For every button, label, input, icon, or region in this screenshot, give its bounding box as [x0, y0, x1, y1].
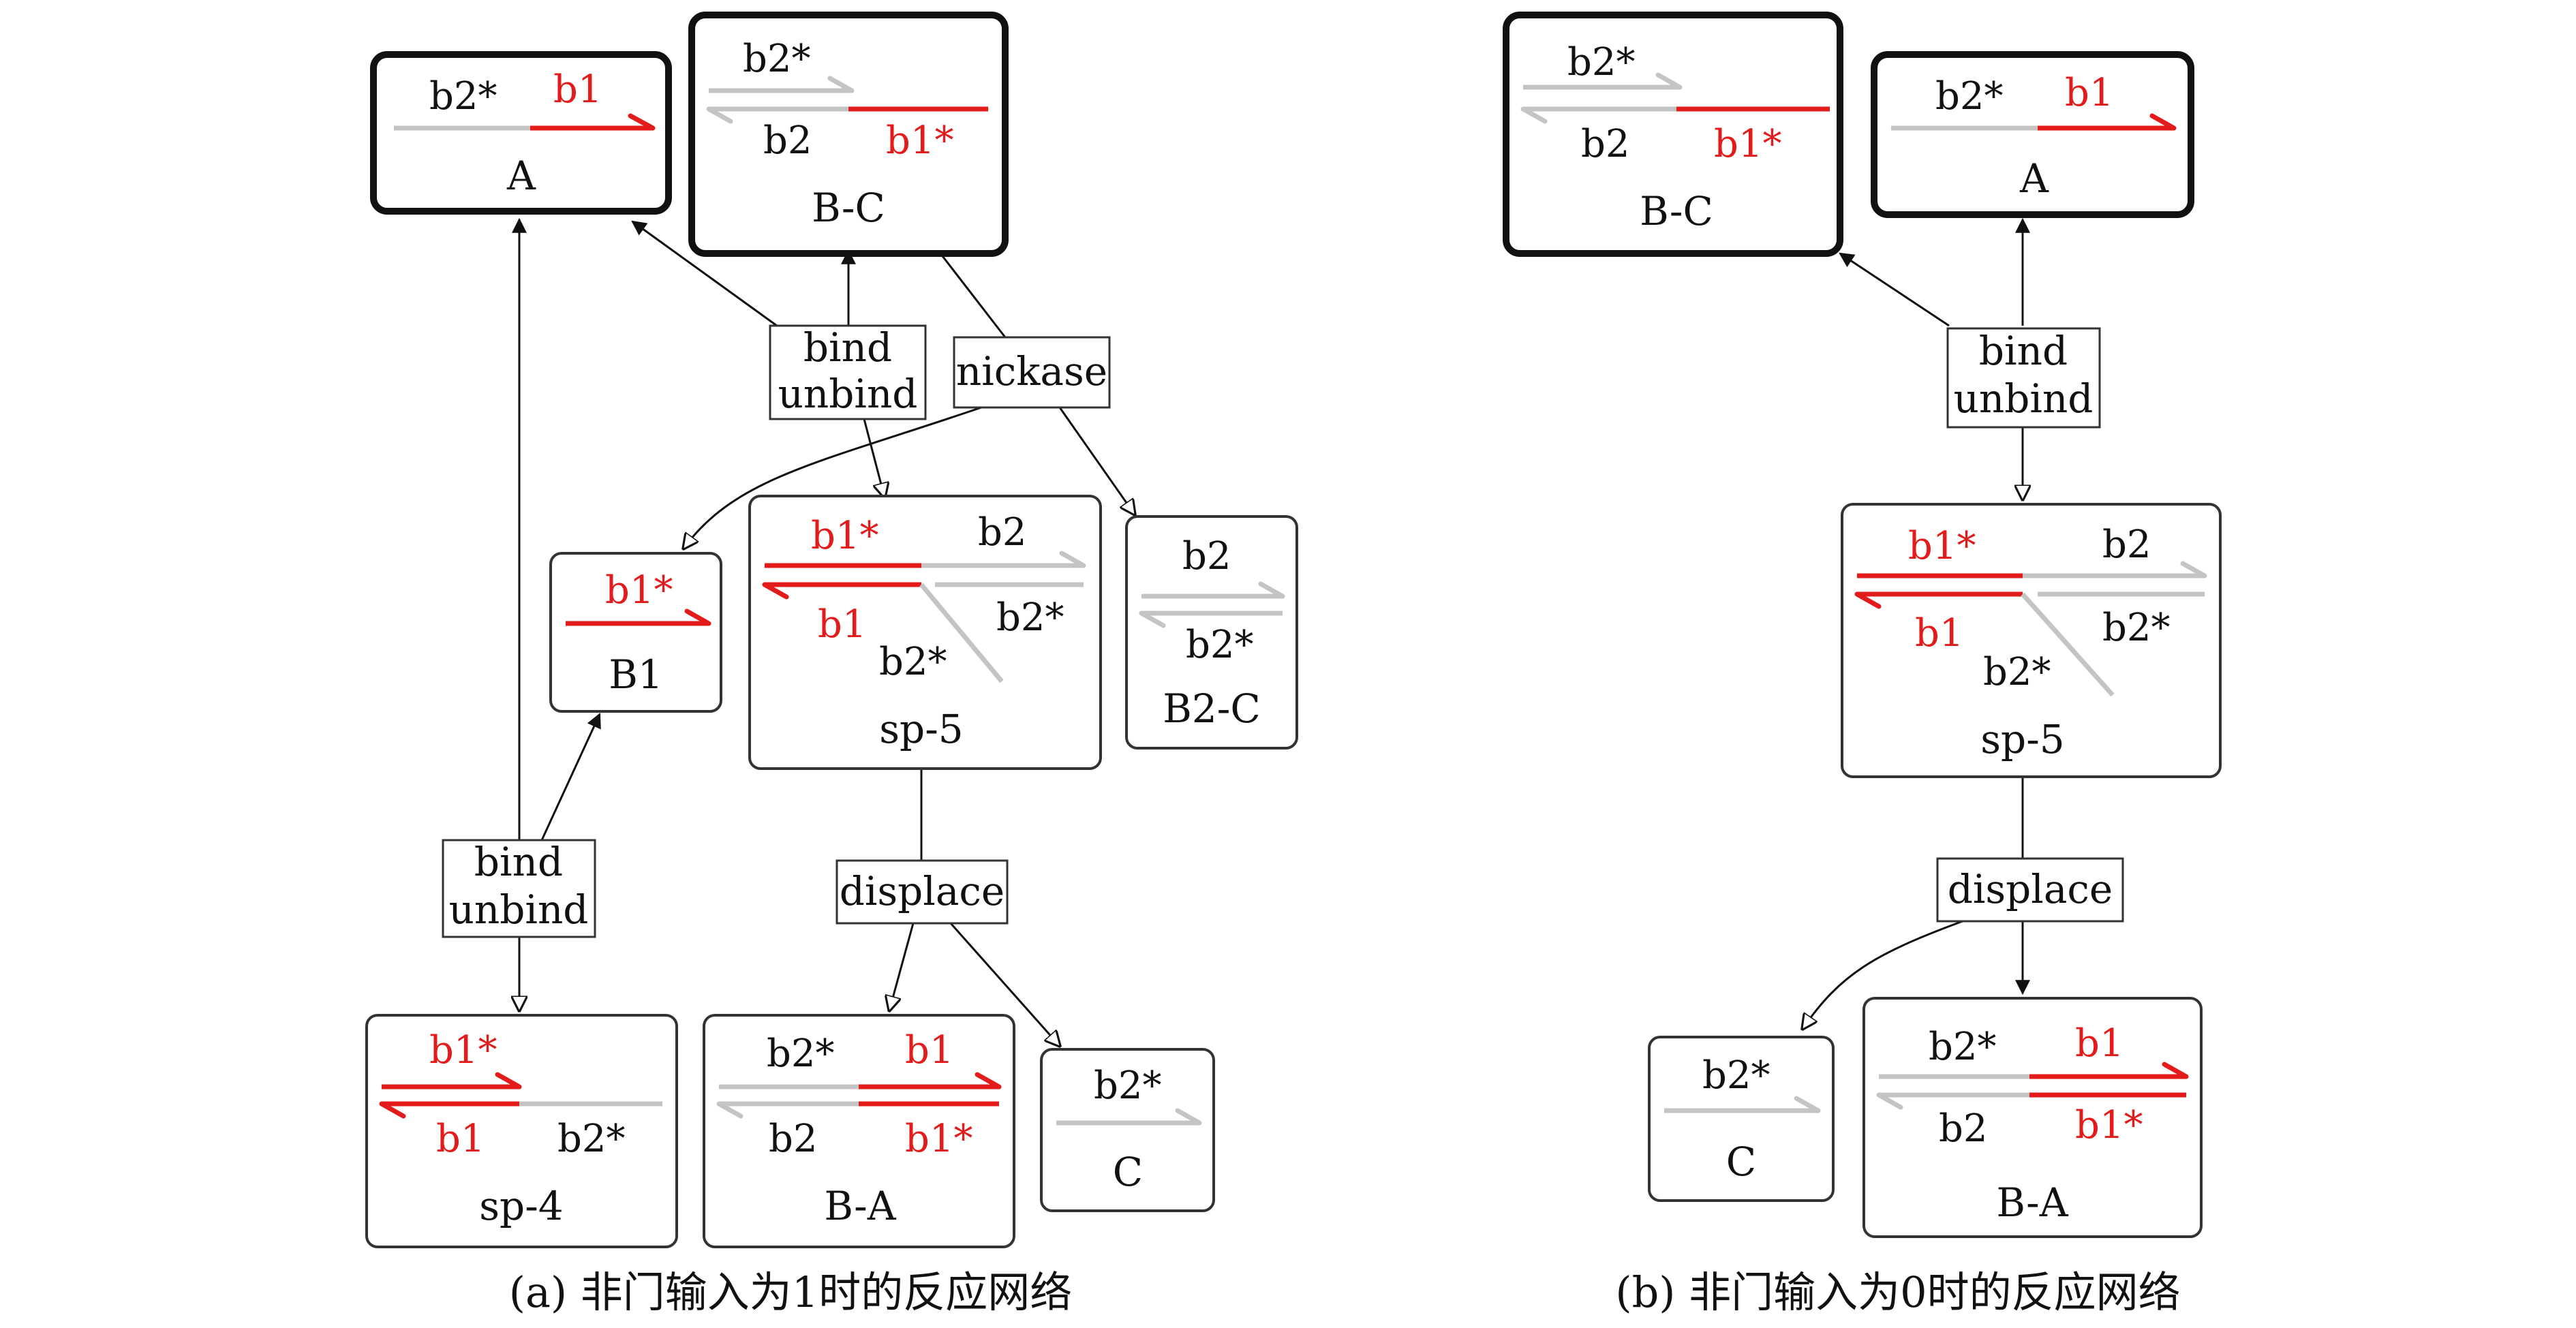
strand-label: b1*: [886, 119, 953, 163]
strand-label: b2*: [1929, 1025, 1996, 1069]
species-name: B2-C: [1163, 685, 1261, 732]
reaction-label: unbind: [449, 886, 589, 933]
strand-label: b2*: [1702, 1053, 1770, 1098]
edge-nickase-to-B1: [684, 406, 982, 549]
strand-label: b2: [1581, 122, 1629, 166]
strand-label: b2*: [1983, 650, 2051, 694]
edges-b: [1803, 217, 2023, 1029]
strand-label: b2: [1939, 1107, 1987, 1151]
strand-label: b2*: [767, 1032, 834, 1076]
edge-bind2-to-B1: [540, 713, 601, 841]
strand-label: b2*: [1186, 623, 1253, 667]
strand-label: b2: [2102, 523, 2151, 567]
strand-label: b1*: [1714, 122, 1781, 166]
strand-label: b2: [763, 119, 812, 163]
reaction-bind-unbind[interactable]: bind unbind: [769, 324, 927, 420]
species-B-A[interactable]: b2* b1 b2 b1* B-A: [703, 1014, 1015, 1248]
species-sp-5[interactable]: b1* b2 b1 b2* b2* sp-5: [748, 495, 1102, 770]
reaction-label: displace: [840, 868, 1005, 914]
caption-a: (a) 非门输入为1时的反应网络: [509, 1267, 1073, 1317]
caption-b: (b) 非门输入为0时的反应网络: [1615, 1267, 2180, 1317]
strand-label: b1: [818, 602, 866, 647]
edge-bind-to-BC: [1839, 252, 1950, 327]
species-A[interactable]: b2* b1 A: [1871, 51, 2194, 218]
strand-label: b1: [905, 1028, 953, 1072]
strand-label: b2*: [1935, 74, 2003, 119]
strand-label: b1*: [1908, 524, 1976, 568]
species-name: C: [1726, 1139, 1756, 1185]
strand-label: b1*: [429, 1028, 497, 1072]
edges-a: [519, 217, 1135, 1046]
species-sp-4[interactable]: b1* b1 b2* sp-4: [365, 1014, 678, 1248]
strand-label: b1*: [905, 1117, 972, 1161]
species-name: C: [1113, 1149, 1143, 1195]
species-C[interactable]: b2* C: [1648, 1036, 1835, 1202]
edge-displace-to-BA: [889, 923, 915, 1010]
species-B2-C[interactable]: b2 b2* B2-C: [1125, 515, 1298, 750]
reaction-label: unbind: [778, 371, 918, 417]
reaction-bind-unbind[interactable]: bind unbind: [442, 839, 596, 938]
panel-a: b2* b1 A b2* b2 b1* B-C bind unbind nick…: [365, 12, 1298, 1317]
species-name: B-C: [1640, 188, 1713, 234]
species-name: sp-5: [1980, 716, 2064, 762]
strand-label: b1: [436, 1117, 485, 1161]
species-name: sp-5: [879, 706, 963, 752]
species-name: B-A: [1996, 1179, 2068, 1226]
reaction-nickase[interactable]: nickase: [953, 336, 1111, 409]
reaction-label: displace: [1948, 866, 2113, 912]
species-name: sp-4: [479, 1183, 563, 1229]
species-name: A: [2019, 155, 2049, 202]
strand-label: b2*: [1567, 40, 1635, 84]
strand-label: b2: [769, 1117, 817, 1161]
reaction-displace[interactable]: displace: [835, 859, 1009, 925]
species-name: B-C: [812, 185, 885, 231]
strand-label: b1*: [2075, 1103, 2143, 1147]
strand-label: b2: [1182, 534, 1231, 578]
reaction-displace[interactable]: displace: [1936, 857, 2124, 923]
species-C[interactable]: b2* C: [1040, 1048, 1215, 1212]
reaction-label: nickase: [956, 348, 1107, 395]
strand-label: b1: [2075, 1021, 2123, 1066]
species-A[interactable]: b2* b1 A: [370, 51, 672, 215]
species-sp-5[interactable]: b1* b2 b1 b2* b2* sp-5: [1841, 503, 2222, 778]
species-name: A: [506, 153, 536, 199]
edge-nickase-to-B2C: [1058, 407, 1135, 514]
edge-bind1-to-sp5: [863, 418, 885, 497]
species-name: B1: [609, 651, 663, 698]
reaction-label: bind: [474, 839, 563, 885]
strand-label: b2*: [743, 37, 810, 81]
reaction-bind-unbind[interactable]: bind unbind: [1946, 327, 2101, 429]
reaction-label: bind: [1979, 328, 2068, 374]
reaction-label: bind: [803, 324, 892, 371]
strand-label: b1*: [605, 568, 673, 613]
strand-label: b2*: [557, 1117, 625, 1161]
strand-label: b1: [1915, 611, 1963, 655]
edge-bind1-to-A: [631, 220, 778, 327]
strand-label: b2*: [2102, 606, 2170, 650]
edge-BC-to-nickase: [939, 253, 1007, 338]
reaction-label: unbind: [1954, 375, 2094, 422]
strand-label: b2: [978, 510, 1026, 555]
species-B-C[interactable]: b2* b2 b1* B-C: [688, 12, 1009, 257]
species-name: B-A: [824, 1183, 896, 1229]
strand-label: b2*: [996, 596, 1064, 640]
strand-label: b2*: [1094, 1064, 1161, 1108]
strand-label: b1*: [811, 514, 878, 558]
strand-label: b1: [2065, 71, 2113, 115]
species-B1[interactable]: b1* B1: [549, 552, 722, 713]
edge-displace-to-C: [949, 923, 1060, 1046]
edge-displace-to-C: [1803, 920, 1963, 1029]
strand-label: b2*: [429, 74, 497, 119]
panel-b: b2* b2 b1* B-C b2* b1 A bind unbind: [1503, 12, 2222, 1317]
strand-label: b1: [553, 67, 602, 112]
strand-label: b2*: [879, 640, 947, 684]
species-B-A[interactable]: b2* b1 b2 b1* B-A: [1862, 997, 2203, 1238]
species-B-C[interactable]: b2* b2 b1* B-C: [1503, 12, 1843, 257]
